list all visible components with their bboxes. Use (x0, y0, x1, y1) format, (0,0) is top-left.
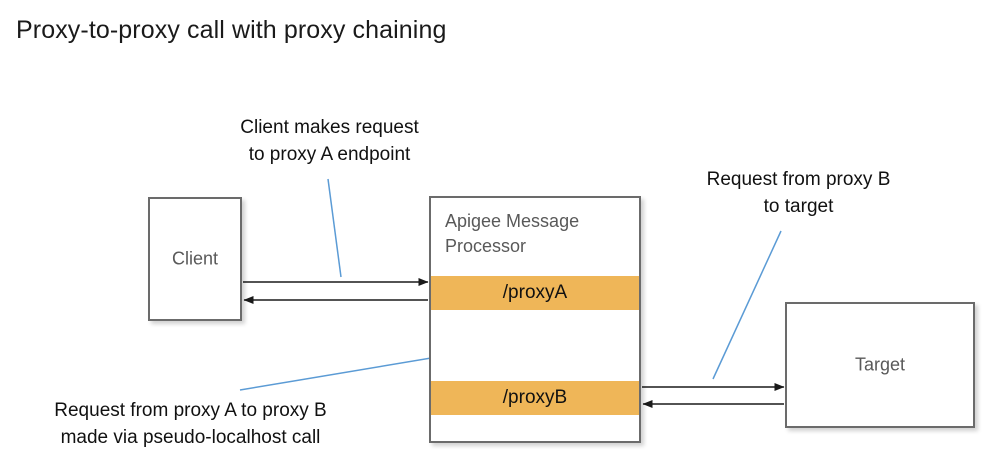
node-client: Client (148, 197, 242, 321)
leader-line-client-request (327, 178, 342, 278)
page-title: Proxy-to-proxy call with proxy chaining (16, 16, 447, 44)
leader-line-proxyb-target (712, 230, 782, 380)
annotation-proxyb-to-target: Request from proxy B to target (706, 169, 891, 217)
node-apigee-title: Apigee Message Processor (445, 211, 580, 256)
proxy-band-proxyb: /proxyB (431, 381, 639, 415)
annotation-client-request: Client makes request to proxy A endpoint (240, 117, 419, 165)
node-target-label: Target (854, 354, 906, 375)
node-target: Target (785, 302, 975, 428)
proxy-band-proxya: /proxyA (431, 276, 639, 310)
annotation-proxy-chaining: Request from proxy A to proxy B made via… (54, 400, 327, 448)
node-apigee-message-processor: Apigee Message Processor /proxyA /proxyB (429, 196, 641, 443)
node-client-label: Client (171, 248, 219, 269)
